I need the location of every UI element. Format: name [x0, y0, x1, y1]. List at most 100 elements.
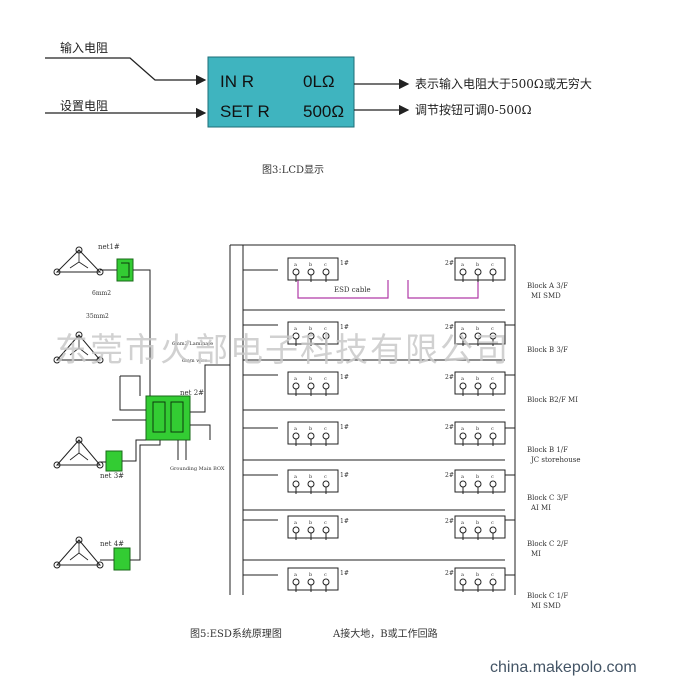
terminal-label: c	[324, 426, 327, 432]
port-label: 2#	[445, 324, 454, 331]
terminal-label: b	[476, 426, 479, 432]
terminal-label: b	[476, 326, 479, 332]
figure3-caption: 图3:LCD显示	[262, 164, 324, 176]
terminal-post	[459, 526, 467, 534]
port-label: 1#	[340, 260, 349, 267]
terminal-post	[307, 526, 315, 534]
lcd-row2-name: SET R	[220, 102, 270, 121]
terminal-label: c	[491, 376, 494, 382]
figure5-note: A接大地，B或工作回路	[332, 627, 438, 640]
terminal-post	[322, 526, 330, 534]
terminal-label: a	[294, 474, 297, 480]
wire-label-6mm2: 6mm2	[92, 290, 111, 297]
terminal-label: b	[476, 572, 479, 578]
terminal-label: c	[491, 474, 494, 480]
terminal-post	[489, 526, 497, 534]
lcd-row1-value: 0LΩ	[303, 72, 335, 91]
terminal-label: c	[324, 474, 327, 480]
ground-electrode-2	[53, 331, 104, 364]
watermark: 东莞市火部电子科技有限公司	[55, 330, 510, 369]
terminal-label: b	[309, 426, 312, 432]
terminal-label: a	[294, 262, 297, 268]
input-resistance-label: 输入电阻	[60, 40, 108, 55]
port-label: 1#	[340, 570, 349, 577]
terminal-post	[474, 578, 482, 586]
net4-label: net 4#	[100, 540, 124, 548]
terminal-post	[474, 480, 482, 488]
terminal-post	[474, 526, 482, 534]
wire-label-6mm-wire: 6mm wire	[182, 358, 208, 364]
terminal-label: b	[309, 474, 312, 480]
terminal-post	[292, 432, 300, 440]
terminal-post	[459, 268, 467, 276]
terminal-label: a	[461, 326, 464, 332]
port-label: 2#	[445, 424, 454, 431]
terminal-label: b	[309, 572, 312, 578]
terminal-label: c	[324, 262, 327, 268]
lcd-row1-name: IN R	[220, 72, 254, 91]
terminal-post	[489, 578, 497, 586]
terminal-label: c	[491, 520, 494, 526]
terminal-label: a	[461, 376, 464, 382]
terminal-label: c	[324, 572, 327, 578]
terminal-post	[489, 268, 497, 276]
grounding-main-box-label: Grounding Main BOX	[170, 466, 225, 472]
port-label: 2#	[445, 570, 454, 577]
terminal-post	[474, 268, 482, 276]
terminal-label: a	[461, 474, 464, 480]
block-label: Block C 3/F	[527, 494, 568, 502]
terminal-label: a	[294, 376, 297, 382]
esd-cable-label: ESD cable	[334, 286, 371, 294]
figure5-caption: 图5:ESD系统原理图	[190, 627, 282, 640]
block-sublabel: AI MI	[530, 504, 551, 512]
esd-schematic	[53, 244, 516, 595]
left-terminal-box: 1# a b c	[287, 257, 349, 282]
terminal-post	[322, 382, 330, 390]
terminal-label: c	[491, 572, 494, 578]
port-label: 1#	[340, 324, 349, 331]
port-label: 2#	[445, 374, 454, 381]
terminal-label: b	[476, 262, 479, 268]
port-label: 1#	[340, 518, 349, 525]
right-terminal-box: 2# a b c	[445, 567, 506, 592]
terminal-label: a	[461, 520, 464, 526]
ground-electrode-4	[53, 536, 104, 569]
net2-label: net 2#	[180, 389, 204, 397]
wire-labels: net1# net 2# net 3# net 4# 6mm2 35mm2 6m…	[86, 243, 371, 548]
terminal-label: c	[324, 520, 327, 526]
site-watermark: china.makepolo.com	[490, 659, 637, 676]
terminal-label: b	[309, 262, 312, 268]
terminal-post	[474, 382, 482, 390]
lcd-display-box	[207, 56, 355, 128]
terminal-label: c	[324, 326, 327, 332]
terminal-post	[474, 432, 482, 440]
terminal-label: a	[461, 572, 464, 578]
terminal-label: a	[294, 326, 297, 332]
terminal-post	[307, 578, 315, 586]
terminal-post	[292, 480, 300, 488]
terminal-label: a	[294, 520, 297, 526]
terminal-label: b	[309, 376, 312, 382]
block-label: Block C 1/F	[527, 592, 568, 600]
terminal-post	[489, 382, 497, 390]
terminal-label: b	[476, 520, 479, 526]
wire-label-laminate: 6mm2 Laminate	[172, 341, 213, 347]
block-label: Block A 3/F	[527, 282, 568, 290]
block-label: Block B 3/F	[527, 346, 568, 354]
terminal-post	[292, 268, 300, 276]
terminal-label: b	[476, 474, 479, 480]
set-resistance-label: 设置电阻	[60, 99, 108, 113]
